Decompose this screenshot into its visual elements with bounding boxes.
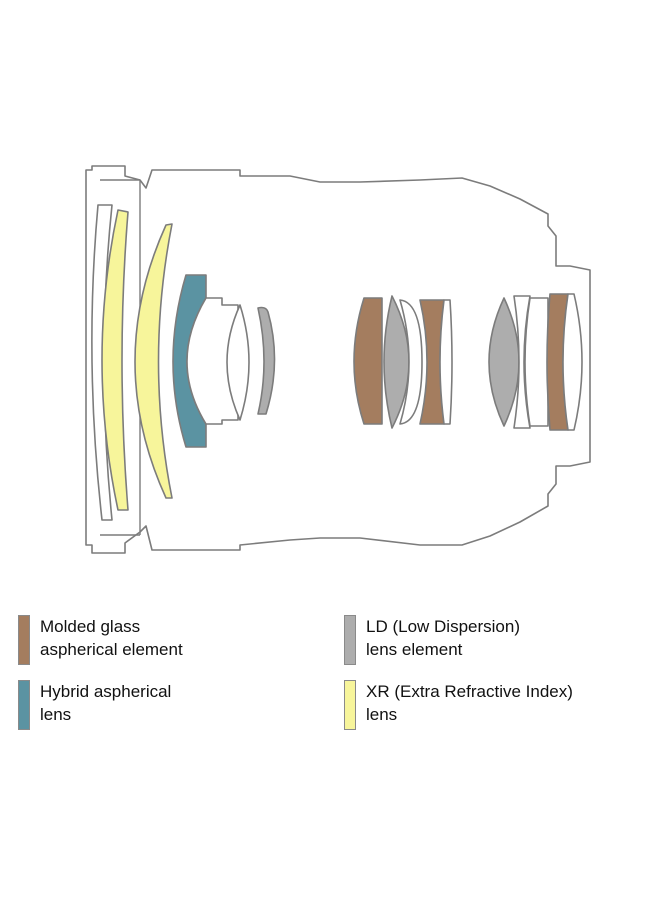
legend-item-xr: XR (Extra Refractive Index) lens [344,680,646,730]
ld-element-2 [383,295,410,429]
lens-construction-diagram [85,165,591,554]
lens-barrel-outline [85,165,591,554]
legend-label-hybrid-line1: Hybrid aspherical [40,682,172,701]
legend-swatch-xr [344,680,356,730]
legend-label-xr-line2: lens [366,705,398,724]
legend-label-molded-line1: Molded glass [40,617,141,636]
legend-label-xr-line1: XR (Extra Refractive Index) [366,682,573,701]
legend: Molded glass aspherical element LD (Low … [0,615,660,755]
clear-element-5 [439,299,453,425]
legend-swatch-molded [18,615,30,665]
clear-element-7 [524,297,549,427]
ld-element-3 [488,297,520,427]
ld-element-small [257,306,276,415]
legend-label-molded: Molded glass aspherical element [40,615,320,661]
legend-label-ld: LD (Low Dispersion) lens element [366,615,646,661]
legend-item-ld: LD (Low Dispersion) lens element [344,615,646,665]
molded-aspherical-element-1 [353,297,383,425]
clear-element-8 [562,293,583,431]
xr-lens-element-1 [101,209,129,511]
clear-element-6 [513,295,531,429]
legend-label-ld-line1: LD (Low Dispersion) [366,617,520,636]
legend-swatch-hybrid [18,680,30,730]
legend-label-molded-line2: aspherical element [40,640,183,659]
legend-label-ld-line2: lens element [366,640,463,659]
legend-label-xr: XR (Extra Refractive Index) lens [366,680,646,726]
legend-item-hybrid: Hybrid aspherical lens [18,680,320,730]
legend-swatch-ld [344,615,356,665]
legend-label-hybrid-line2: lens [40,705,72,724]
legend-label-hybrid: Hybrid aspherical lens [40,680,320,726]
clear-element-4 [399,299,423,425]
legend-item-molded: Molded glass aspherical element [18,615,320,665]
xr-lens-element-2 [134,223,173,499]
clear-element-3 [226,304,250,421]
